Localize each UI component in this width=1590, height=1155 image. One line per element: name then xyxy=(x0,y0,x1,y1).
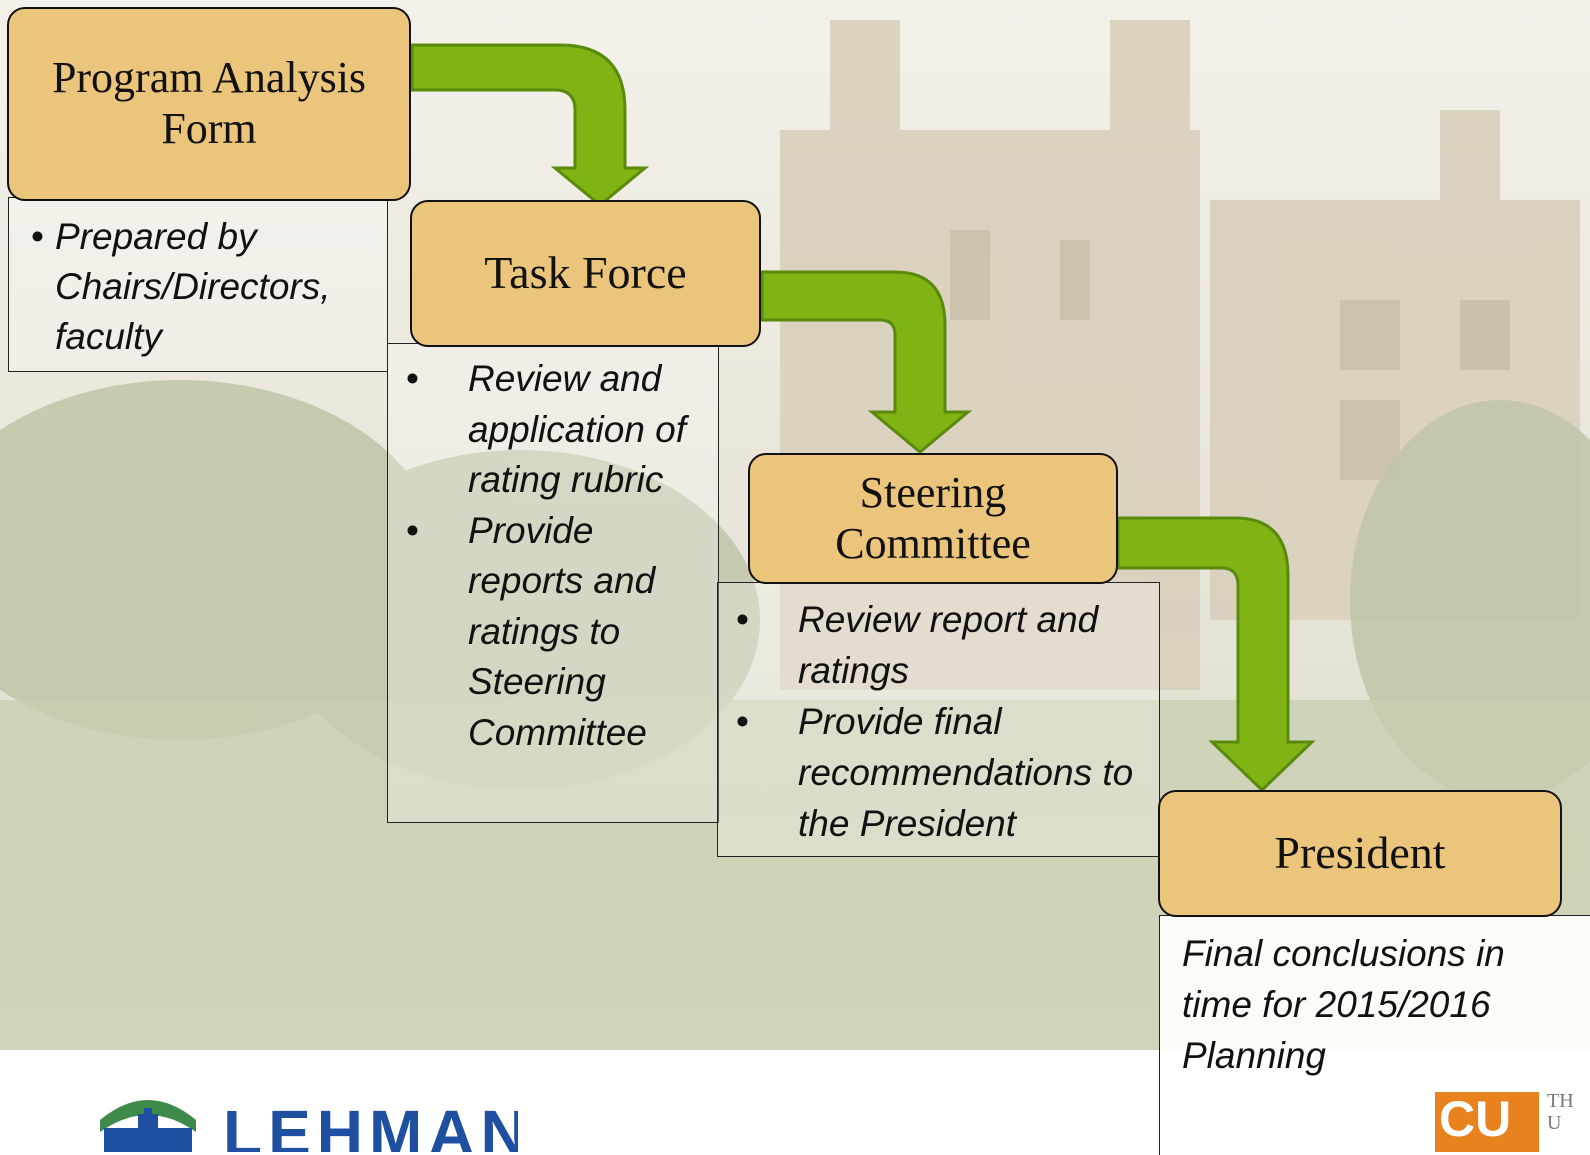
stage-steering-committee: Steering Committee xyxy=(748,453,1118,584)
note-item: • Provide reports and ratings to Steerin… xyxy=(388,506,708,759)
stage-label: Program Analysis Form xyxy=(51,53,367,153)
note-item: • Provide final recommendations to the P… xyxy=(718,696,1153,849)
arrow-form-to-taskforce xyxy=(410,43,650,207)
notes-program-analysis-form: • Prepared by Chairs/Directors, faculty xyxy=(8,197,388,372)
bullet-icon: • xyxy=(406,509,419,551)
lehman-logo: LEHMAN xyxy=(98,1084,518,1152)
bullet-icon: • xyxy=(406,358,419,399)
lehman-emblem-icon xyxy=(100,1100,196,1152)
bullet-icon: • xyxy=(736,701,749,742)
note-item: • Prepared by Chairs/Directors, faculty xyxy=(31,212,387,362)
cuny-side-text: TH U xyxy=(1547,1090,1574,1134)
stage-label: Task Force xyxy=(484,247,687,299)
note-item: • Review report and ratings xyxy=(718,594,1153,696)
note-item: Final conclusions in time for 2015/2016 … xyxy=(1182,933,1505,1076)
arrow-steering-to-president xyxy=(1116,516,1316,793)
arrow-taskforce-to-steering xyxy=(760,270,973,454)
notes-steering-committee: • Review report and ratings • Provide fi… xyxy=(717,582,1160,857)
lehman-wordmark: LEHMAN xyxy=(223,1097,518,1152)
stage-program-analysis-form: Program Analysis Form xyxy=(7,7,411,201)
bullet-icon: • xyxy=(31,216,44,257)
stage-label: Steering Committee xyxy=(835,467,1031,568)
cuny-logo: CU TH U xyxy=(1435,1088,1590,1152)
cuny-letters: CU xyxy=(1439,1091,1512,1147)
stage-task-force: Task Force xyxy=(410,200,761,347)
bullet-icon: • xyxy=(736,599,749,640)
stage-label: President xyxy=(1274,827,1446,879)
note-item: • Review and application of rating rubri… xyxy=(388,354,708,506)
stage-president: President xyxy=(1158,790,1562,917)
notes-task-force: • Review and application of rating rubri… xyxy=(387,343,719,823)
